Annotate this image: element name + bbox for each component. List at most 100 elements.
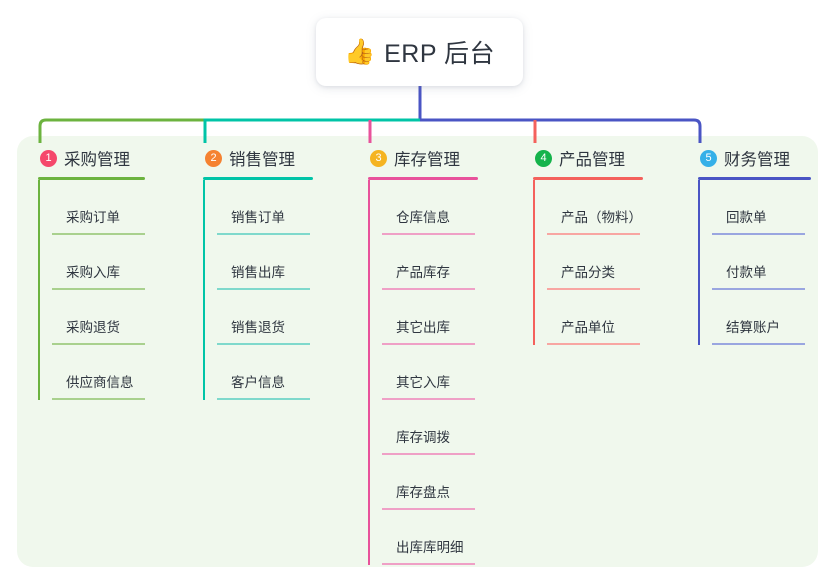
leaf-label: 销售订单 — [231, 210, 285, 225]
branch-number-badge: 5 — [700, 149, 717, 167]
root-node[interactable]: 👍 ERP 后台 — [316, 18, 523, 86]
leaf-label: 出库库明细 — [396, 540, 464, 555]
branch-leaf-list: 销售订单销售出库销售退货客户信息 — [203, 180, 353, 400]
leaf-label: 客户信息 — [231, 375, 285, 390]
branch-underline — [203, 177, 313, 180]
leaf-label: 采购入库 — [66, 265, 120, 280]
leaf-item[interactable]: 客户信息 — [217, 345, 353, 400]
leaf-label: 产品（物料） — [561, 210, 642, 225]
leaf-underline — [382, 233, 475, 235]
branch-number-badge: 3 — [370, 149, 387, 167]
leaf-item[interactable]: 采购订单 — [52, 180, 188, 235]
leaf-item[interactable]: 仓库信息 — [382, 180, 518, 235]
branch-underline — [698, 177, 811, 180]
leaf-underline — [52, 343, 145, 345]
branch-spine — [368, 180, 370, 565]
branch-spine — [38, 180, 40, 400]
leaf-item[interactable]: 销售订单 — [217, 180, 353, 235]
branch-column-采购管理: 1 采购管理采购订单采购入库采购退货供应商信息 — [38, 146, 188, 400]
leaf-underline — [712, 343, 805, 345]
leaf-label: 仓库信息 — [396, 210, 450, 225]
branch-header-采购管理[interactable]: 1 采购管理 — [38, 146, 188, 170]
branch-number-badge: 4 — [535, 149, 552, 167]
leaf-underline — [712, 233, 805, 235]
branch-header-库存管理[interactable]: 3 库存管理 — [368, 146, 518, 170]
leaf-underline — [547, 288, 640, 290]
leaf-item[interactable]: 回款单 — [712, 180, 820, 235]
leaf-item[interactable]: 结算账户 — [712, 290, 820, 345]
leaf-underline — [382, 343, 475, 345]
leaf-underline — [547, 233, 640, 235]
branch-title: 销售管理 — [229, 151, 295, 169]
root-title: ERP 后台 — [384, 40, 496, 68]
branch-column-财务管理: 5 财务管理回款单付款单结算账户 — [698, 146, 820, 345]
leaf-label: 产品库存 — [396, 265, 450, 280]
branch-column-库存管理: 3 库存管理仓库信息产品库存其它出库其它入库库存调拨库存盘点出库库明细 — [368, 146, 518, 565]
leaf-item[interactable]: 销售出库 — [217, 235, 353, 290]
leaf-underline — [547, 343, 640, 345]
leaf-underline — [52, 233, 145, 235]
branch-title: 采购管理 — [64, 151, 130, 169]
branch-leaf-list: 采购订单采购入库采购退货供应商信息 — [38, 180, 188, 400]
leaf-label: 供应商信息 — [66, 375, 134, 390]
leaf-underline — [217, 233, 310, 235]
branch-spine — [698, 180, 700, 345]
branch-number-badge: 1 — [40, 149, 57, 167]
leaf-item[interactable]: 产品库存 — [382, 235, 518, 290]
leaf-underline — [217, 398, 310, 400]
leaf-underline — [382, 563, 475, 565]
leaf-underline — [52, 288, 145, 290]
leaf-item[interactable]: 付款单 — [712, 235, 820, 290]
leaf-label: 其它入库 — [396, 375, 450, 390]
leaf-label: 产品分类 — [561, 265, 615, 280]
branch-column-产品管理: 4 产品管理产品（物料） 产品分类产品单位 — [533, 146, 683, 345]
leaf-item[interactable]: 采购入库 — [52, 235, 188, 290]
branch-header-销售管理[interactable]: 2 销售管理 — [203, 146, 353, 170]
branch-leaf-list: 回款单付款单结算账户 — [698, 180, 820, 345]
branch-header-财务管理[interactable]: 5 财务管理 — [698, 146, 820, 170]
leaf-label: 回款单 — [726, 210, 767, 225]
branch-column-销售管理: 2 销售管理销售订单销售出库销售退货客户信息 — [203, 146, 353, 400]
leaf-item[interactable]: 其它出库 — [382, 290, 518, 345]
leaf-underline — [382, 508, 475, 510]
leaf-underline — [712, 288, 805, 290]
branch-title: 财务管理 — [724, 151, 790, 169]
leaf-label: 付款单 — [726, 265, 767, 280]
leaf-underline — [382, 288, 475, 290]
branch-underline — [38, 177, 145, 180]
branch-background-panel — [17, 136, 818, 567]
leaf-item[interactable]: 产品（物料） — [547, 180, 683, 235]
leaf-item[interactable]: 供应商信息 — [52, 345, 188, 400]
leaf-underline — [382, 453, 475, 455]
leaf-label: 产品单位 — [561, 320, 615, 335]
branch-spine — [203, 180, 205, 400]
leaf-label: 销售出库 — [231, 265, 285, 280]
leaf-item[interactable]: 销售退货 — [217, 290, 353, 345]
leaf-item[interactable]: 产品单位 — [547, 290, 683, 345]
leaf-underline — [217, 343, 310, 345]
branch-underline — [533, 177, 643, 180]
leaf-label: 其它出库 — [396, 320, 450, 335]
branch-header-产品管理[interactable]: 4 产品管理 — [533, 146, 683, 170]
thumbs-up-icon: 👍 — [343, 37, 376, 66]
leaf-item[interactable]: 出库库明细 — [382, 510, 518, 565]
branch-leaf-list: 仓库信息产品库存其它出库其它入库库存调拨库存盘点出库库明细 — [368, 180, 518, 565]
leaf-label: 销售退货 — [231, 320, 285, 335]
leaf-underline — [217, 288, 310, 290]
leaf-item[interactable]: 其它入库 — [382, 345, 518, 400]
leaf-underline — [52, 398, 145, 400]
leaf-item[interactable]: 采购退货 — [52, 290, 188, 345]
leaf-item[interactable]: 产品分类 — [547, 235, 683, 290]
leaf-item[interactable]: 库存调拨 — [382, 400, 518, 455]
branch-title: 库存管理 — [394, 151, 460, 169]
branch-title: 产品管理 — [559, 151, 625, 169]
branch-number-badge: 2 — [205, 149, 222, 167]
leaf-underline — [382, 398, 475, 400]
leaf-item[interactable]: 库存盘点 — [382, 455, 518, 510]
branch-underline — [368, 177, 478, 180]
leaf-label: 结算账户 — [726, 320, 780, 335]
leaf-label: 库存盘点 — [396, 485, 450, 500]
leaf-label: 库存调拨 — [396, 430, 450, 445]
branch-leaf-list: 产品（物料） 产品分类产品单位 — [533, 180, 683, 345]
